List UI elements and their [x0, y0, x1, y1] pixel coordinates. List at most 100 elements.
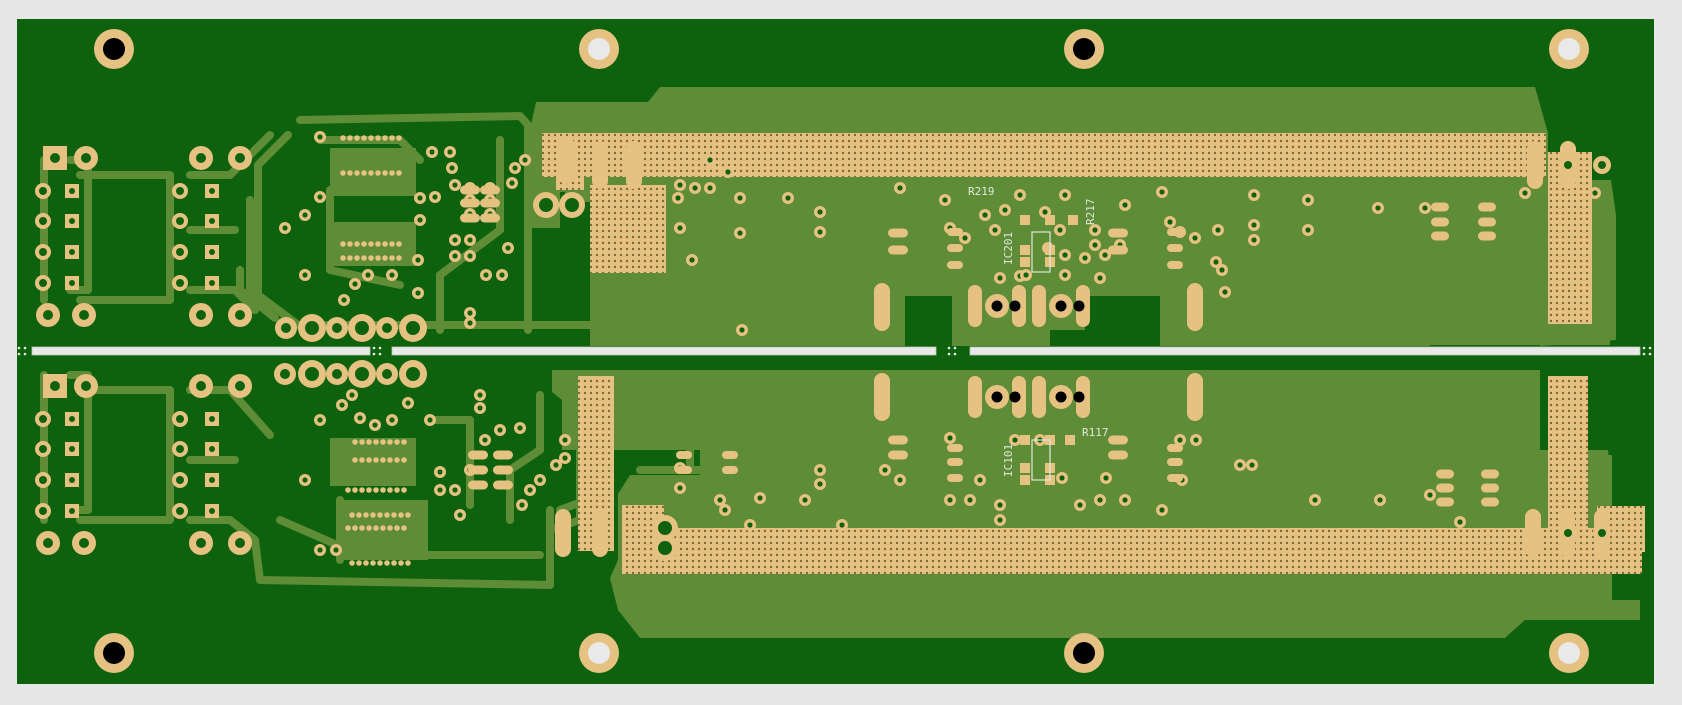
copper-trace	[254, 131, 744, 329]
pad-drill	[452, 237, 458, 243]
pad-drill	[382, 369, 392, 379]
mouse-bite-hole	[1642, 352, 1646, 356]
pad-drill	[176, 279, 184, 287]
ic-pin	[377, 560, 383, 566]
oval-pad	[722, 451, 738, 459]
pad-drill	[1097, 275, 1103, 281]
transistor-drill	[1009, 300, 1021, 312]
pad-drill	[209, 280, 215, 286]
mouse-bite-hole	[23, 352, 27, 356]
ic-pin	[394, 487, 400, 493]
oval-pad	[1167, 458, 1183, 466]
pad-drill	[497, 427, 503, 433]
ic-pin	[370, 512, 376, 518]
pad-drill	[467, 320, 473, 326]
pad-drill	[235, 381, 245, 391]
pad-drill	[509, 180, 515, 186]
oval-pad	[480, 185, 500, 195]
pad-drill	[1598, 529, 1606, 537]
ic-pin	[345, 487, 351, 493]
copper-trace	[76, 171, 174, 304]
pad-drill	[305, 367, 319, 381]
pad-drill	[1598, 161, 1606, 169]
oval-pad	[947, 228, 963, 236]
pad-drill	[355, 367, 369, 381]
oval-pad	[468, 450, 488, 460]
oval-pad	[1167, 444, 1183, 452]
ic-pin	[401, 439, 407, 445]
ic-pin	[384, 512, 390, 518]
pad-drill	[757, 495, 763, 501]
pad-drill	[962, 235, 968, 241]
pad-drill	[737, 230, 743, 236]
pad-drill	[457, 512, 463, 518]
ic-pin	[352, 487, 358, 493]
ic-pin	[349, 512, 355, 518]
mouse-bite-hole	[23, 346, 27, 350]
ic-pin	[401, 457, 407, 463]
ic-pin	[359, 525, 365, 531]
ic-pin	[394, 457, 400, 463]
ic-pin	[352, 439, 358, 445]
pad-drill	[817, 467, 823, 473]
copper-trace	[326, 186, 404, 289]
pad-drill	[317, 417, 323, 423]
pad-drill	[317, 194, 323, 200]
mouse-bite-hole	[947, 352, 951, 356]
ic-pin	[361, 170, 367, 176]
oval-pad	[1436, 469, 1454, 479]
pad-drill	[372, 422, 378, 428]
pad-drill	[1219, 267, 1225, 273]
pad-drill	[1422, 205, 1428, 211]
pad-drill	[967, 497, 973, 503]
pad-drill	[349, 392, 355, 398]
pad-drill	[997, 517, 1003, 523]
smd-pad	[1020, 463, 1030, 473]
oval-pad	[480, 198, 500, 208]
mouse-bite-hole	[1642, 346, 1646, 350]
ic-pin	[387, 439, 393, 445]
oval-pad	[468, 465, 488, 475]
pad-drill	[1564, 161, 1572, 169]
pad-drill	[1213, 259, 1219, 265]
pad-drill	[897, 477, 903, 483]
oval-pad	[888, 435, 908, 445]
ic-pin	[347, 255, 353, 261]
smd-pad	[1020, 435, 1030, 445]
oval-pad	[558, 136, 574, 184]
ic201-outline	[1031, 231, 1051, 273]
pad-drill	[677, 182, 683, 188]
ic-pin	[340, 170, 346, 176]
pad-drill	[235, 153, 245, 163]
pad-drill	[452, 182, 458, 188]
oval-pad	[1032, 376, 1046, 418]
pad-drill	[739, 327, 745, 333]
ic-pin	[349, 560, 355, 566]
mounting-hole-drill	[1073, 38, 1095, 60]
ic-pin	[347, 241, 353, 247]
oval-pad	[968, 376, 982, 418]
pad-drill	[382, 323, 392, 333]
ic-pin	[352, 525, 358, 531]
ic-pin	[405, 560, 411, 566]
copper-trace	[426, 416, 474, 509]
copper-trace	[506, 391, 544, 524]
copper-trace	[836, 426, 904, 494]
mouse-bite-hole	[953, 346, 957, 350]
pad-drill	[722, 507, 728, 513]
pad-drill	[302, 477, 308, 483]
mouse-bite-hole	[17, 346, 21, 350]
transistor-drill	[991, 391, 1003, 403]
pad-drill	[537, 477, 543, 483]
pad-drill	[389, 272, 395, 278]
ic-pin	[354, 135, 360, 141]
mounting-hole-drill	[1558, 642, 1580, 664]
copper-trace	[1056, 196, 1154, 264]
oval-pad	[947, 444, 963, 452]
smd-pad	[1045, 215, 1055, 225]
ic-pin	[384, 560, 390, 566]
pad-drill	[1092, 242, 1098, 248]
pad-drill	[302, 212, 308, 218]
pad-drill	[553, 462, 559, 468]
pad-drill	[209, 446, 215, 452]
